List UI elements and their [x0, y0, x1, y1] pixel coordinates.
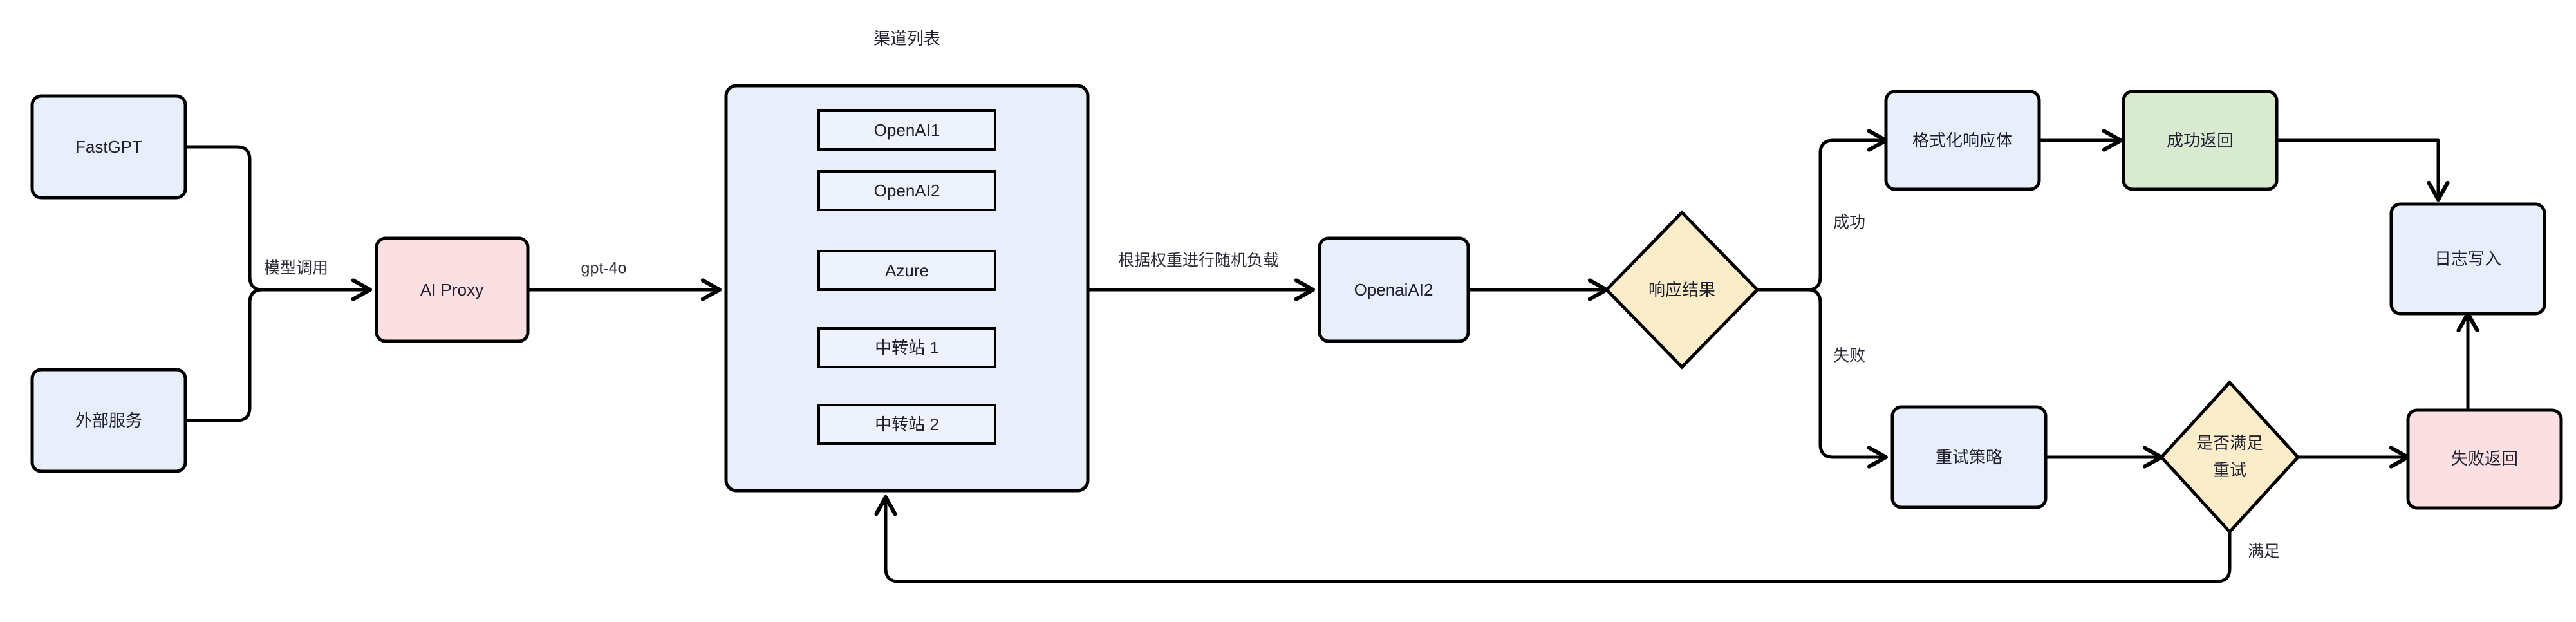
channel-group-title: 渠道列表: [873, 29, 940, 48]
node-retry-policy-shape[interactable]: [1890, 405, 2048, 509]
node-success-return-label: 成功返回: [2167, 131, 2234, 150]
node-response-result-shape[interactable]: [1604, 210, 1760, 370]
node-openai-ai2[interactable]: OpenaiAI2: [1318, 236, 1470, 343]
node-fastgpt[interactable]: FastGPT: [30, 94, 187, 200]
channel-item-openai1-label: OpenAI1: [874, 120, 940, 140]
node-success-return[interactable]: 成功返回: [2122, 90, 2279, 191]
node-retry-condition-shape[interactable]: [2159, 380, 2301, 534]
edge-condition-retry-loop: [886, 497, 2232, 583]
node-format-response-shape[interactable]: [1884, 90, 2041, 191]
node-external-service-label: 外部服务: [75, 411, 142, 430]
edge-external-to-aiproxy: [185, 288, 263, 422]
channel-item-openai2[interactable]: OpenAI2: [817, 170, 996, 211]
channel-item-relay2-shape[interactable]: [817, 404, 996, 445]
edge-label-success: 成功: [1833, 214, 1865, 232]
node-failure-return-shape[interactable]: [2406, 408, 2563, 510]
node-openai-ai2-label: OpenaiAI2: [1354, 280, 1433, 299]
node-failure-return[interactable]: 失败返回: [2406, 408, 2563, 510]
node-ai-proxy-shape[interactable]: [375, 236, 530, 343]
node-response-result[interactable]: 响应结果: [1604, 210, 1760, 370]
node-ai-proxy-label: AI Proxy: [420, 280, 483, 299]
edge-labels-layer: 模型调用 gpt-4o 根据权重进行随机负载 成功 失败 满足: [264, 214, 2280, 561]
node-ai-proxy[interactable]: AI Proxy: [375, 236, 530, 343]
channel-item-azure-label: Azure: [885, 261, 929, 280]
channel-item-relay2-label: 中转站 2: [875, 415, 939, 434]
node-retry-condition[interactable]: 是否满足 重试: [2159, 380, 2301, 534]
channel-item-relay1-label: 中转站 1: [875, 338, 939, 357]
node-external-service-shape[interactable]: [30, 368, 187, 473]
edge-label-failure: 失败: [1833, 347, 1865, 365]
node-channel-group[interactable]: OpenAI1 OpenAI2 Azure 中转站 1: [724, 84, 1090, 493]
node-external-service[interactable]: 外部服务: [30, 368, 187, 473]
channel-item-openai2-label: OpenAI2: [874, 181, 940, 200]
node-format-response[interactable]: 格式化响应体: [1884, 90, 2041, 191]
node-fastgpt-shape[interactable]: [30, 94, 187, 200]
node-log-write-shape[interactable]: [2389, 202, 2546, 316]
node-openai-ai2-shape[interactable]: [1318, 236, 1470, 343]
node-log-write[interactable]: 日志写入: [2389, 202, 2546, 316]
edge-label-model-name: gpt-4o: [581, 259, 627, 278]
edge-response-failure: [1757, 288, 1886, 457]
edge-label-model-call: 模型调用: [264, 259, 328, 278]
node-response-result-label: 响应结果: [1648, 280, 1715, 299]
node-retry-condition-label-line1: 是否满足: [2196, 433, 2263, 453]
node-success-return-shape[interactable]: [2122, 90, 2279, 191]
channel-item-azure[interactable]: Azure: [817, 250, 996, 291]
channel-item-openai2-shape[interactable]: [817, 170, 996, 211]
edge-response-success: [1757, 140, 1886, 292]
node-retry-policy-label: 重试策略: [1936, 448, 2002, 467]
channel-item-relay1-shape[interactable]: [817, 327, 996, 368]
edge-label-weighted-random: 根据权重进行随机负载: [1118, 252, 1279, 270]
edge-success-return-to-log: [2277, 138, 2438, 200]
edges-layer: [185, 138, 2468, 583]
node-fastgpt-label: FastGPT: [75, 137, 142, 156]
node-retry-policy[interactable]: 重试策略: [1890, 405, 2048, 509]
node-failure-return-label: 失败返回: [2451, 449, 2518, 468]
channel-item-azure-shape[interactable]: [817, 250, 996, 291]
nodes-layer: FastGPT 外部服务 AI Proxy 渠道列表 OpenAI1: [30, 29, 2563, 534]
channel-item-openai1[interactable]: OpenAI1: [817, 109, 996, 151]
channel-item-relay2[interactable]: 中转站 2: [817, 404, 996, 445]
node-format-response-label: 格式化响应体: [1912, 131, 2013, 150]
node-retry-condition-label-line2: 重试: [2213, 460, 2246, 480]
edge-label-satisfied: 满足: [2248, 543, 2280, 561]
node-log-write-label: 日志写入: [2434, 249, 2501, 269]
channel-item-openai1-shape[interactable]: [817, 109, 996, 151]
channel-item-relay1[interactable]: 中转站 1: [817, 327, 996, 368]
